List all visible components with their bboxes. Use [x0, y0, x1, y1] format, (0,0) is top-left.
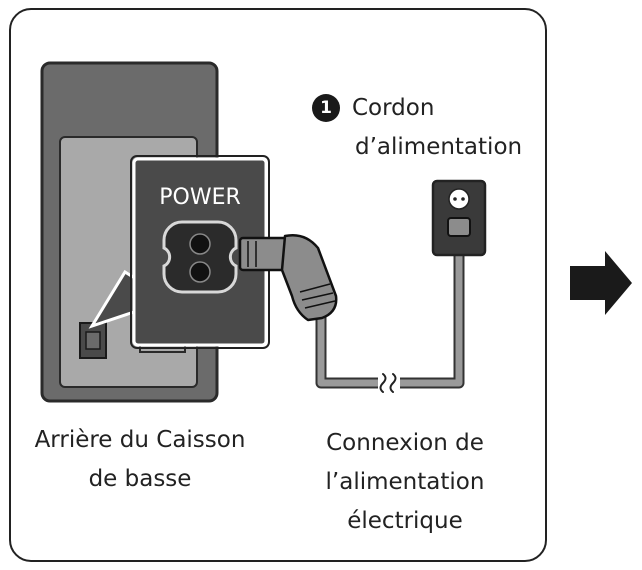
connection-label-line2: l’alimentation — [325, 469, 485, 495]
callout-number-badge: 1 — [312, 94, 340, 122]
cord-label-line2: d’alimentation — [355, 134, 523, 160]
power-socket — [162, 220, 238, 294]
subwoofer-label-line1: Arrière du Caisson — [34, 427, 246, 453]
connection-label-line1: Connexion de — [326, 430, 484, 456]
arrow-right-icon — [570, 251, 632, 315]
power-port-zoom: POWER — [130, 155, 270, 349]
power-cable — [315, 226, 465, 394]
power-port-label: POWER — [159, 185, 241, 210]
subwoofer-label-line2: de basse — [88, 466, 192, 492]
wall-outlet-icon — [431, 179, 487, 257]
connection-label-line3: électrique — [347, 508, 463, 534]
power-plug-icon — [238, 234, 338, 322]
cord-label-line1: Cordon — [352, 95, 435, 121]
